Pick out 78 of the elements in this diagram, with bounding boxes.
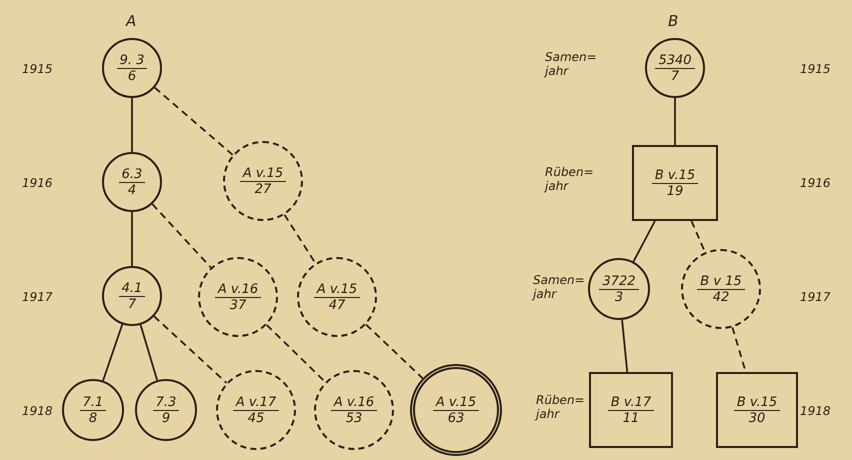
denominator-text: 63 bbox=[448, 410, 464, 426]
denominator-text: 4 bbox=[128, 182, 136, 198]
connector-line bbox=[131, 98, 133, 152]
numerator-text: 4.1 bbox=[118, 280, 146, 296]
tree-title: A bbox=[126, 14, 136, 28]
dashed-circle-node bbox=[216, 370, 296, 450]
numerator-text: A v.16 bbox=[330, 394, 378, 410]
tree-title: B bbox=[668, 14, 678, 28]
denominator-text: 9 bbox=[162, 410, 170, 426]
numerator-text: 5340 bbox=[655, 52, 695, 68]
generation-label: Rüben= jahr bbox=[536, 393, 586, 421]
year-label: 1917 bbox=[22, 290, 53, 304]
numerator-text: 3722 bbox=[599, 274, 639, 290]
numerator-text: A v.16 bbox=[214, 282, 262, 298]
connector-line bbox=[632, 220, 656, 262]
circle-node bbox=[102, 266, 162, 326]
connector-line bbox=[102, 324, 124, 381]
circle-node bbox=[135, 379, 197, 441]
generation-label: Rüben= jahr bbox=[545, 165, 595, 193]
numerator-text: 6.3 bbox=[118, 166, 146, 182]
dashed-line bbox=[284, 214, 316, 264]
denominator-text: 53 bbox=[346, 410, 362, 426]
denominator-text: 6 bbox=[128, 68, 136, 84]
numerator-text: 7.3 bbox=[152, 394, 180, 410]
numerator-text: B v 15 bbox=[697, 274, 745, 290]
numerator-text: A v.15 bbox=[432, 394, 480, 410]
connector-line bbox=[131, 212, 133, 266]
denominator-text: 30 bbox=[748, 410, 766, 426]
connector-line bbox=[621, 320, 628, 372]
numerator-text: B v.15 bbox=[734, 394, 780, 410]
dashed-line bbox=[154, 86, 234, 156]
double-circle-node bbox=[410, 364, 502, 456]
dashed-circle-node bbox=[198, 257, 278, 337]
denominator-text: 19 bbox=[666, 184, 684, 198]
denominator-text: 7 bbox=[128, 296, 136, 312]
year-label: 1915 bbox=[22, 62, 53, 76]
denominator-text: 37 bbox=[230, 298, 246, 312]
dashed-circle-node bbox=[297, 257, 377, 337]
denominator-text: 45 bbox=[248, 410, 264, 426]
dashed-circle-node bbox=[223, 141, 303, 221]
denominator-text: 7 bbox=[670, 68, 680, 84]
dashed-circle-node bbox=[681, 249, 761, 329]
circle-node bbox=[588, 258, 650, 320]
denominator-text: 42 bbox=[712, 290, 730, 304]
dashed-line bbox=[153, 316, 228, 384]
circle-node bbox=[62, 379, 124, 441]
square-node bbox=[716, 372, 798, 448]
denominator-text: 47 bbox=[328, 298, 346, 312]
numerator-text: 7.1 bbox=[80, 394, 106, 410]
connector-line bbox=[674, 98, 676, 145]
circle-node bbox=[102, 38, 162, 98]
dashed-line bbox=[152, 203, 212, 268]
numerator-text: B v.17 bbox=[608, 394, 654, 410]
generation-label: Samen= jahr bbox=[533, 273, 585, 301]
square-node bbox=[589, 372, 673, 448]
numerator-text: B v.15 bbox=[652, 168, 698, 184]
dashed-line bbox=[365, 324, 424, 379]
denominator-text: 27 bbox=[254, 182, 272, 196]
numerator-text: 9. 3 bbox=[116, 52, 148, 68]
denominator-text: 11 bbox=[622, 410, 640, 426]
numerator-text: A v.15 bbox=[314, 282, 360, 298]
year-label: 1917 bbox=[800, 290, 831, 304]
numerator-text: A v.17 bbox=[232, 394, 280, 410]
year-label: 1915 bbox=[800, 62, 831, 76]
denominator-text: 3 bbox=[614, 290, 624, 304]
year-label: 1916 bbox=[800, 176, 831, 190]
generation-label: Samen= jahr bbox=[545, 50, 597, 78]
year-label: 1916 bbox=[22, 176, 53, 190]
circle-node bbox=[102, 152, 162, 212]
dashed-line bbox=[266, 324, 326, 383]
circle-node bbox=[645, 38, 705, 98]
dashed-circle-node bbox=[314, 370, 394, 450]
numerator-text: A v.15 bbox=[240, 166, 286, 182]
denominator-text: 8 bbox=[88, 410, 98, 426]
year-label: 1918 bbox=[22, 404, 53, 418]
square-node bbox=[632, 145, 718, 221]
year-label: 1918 bbox=[800, 404, 831, 418]
connector-line bbox=[140, 324, 158, 381]
